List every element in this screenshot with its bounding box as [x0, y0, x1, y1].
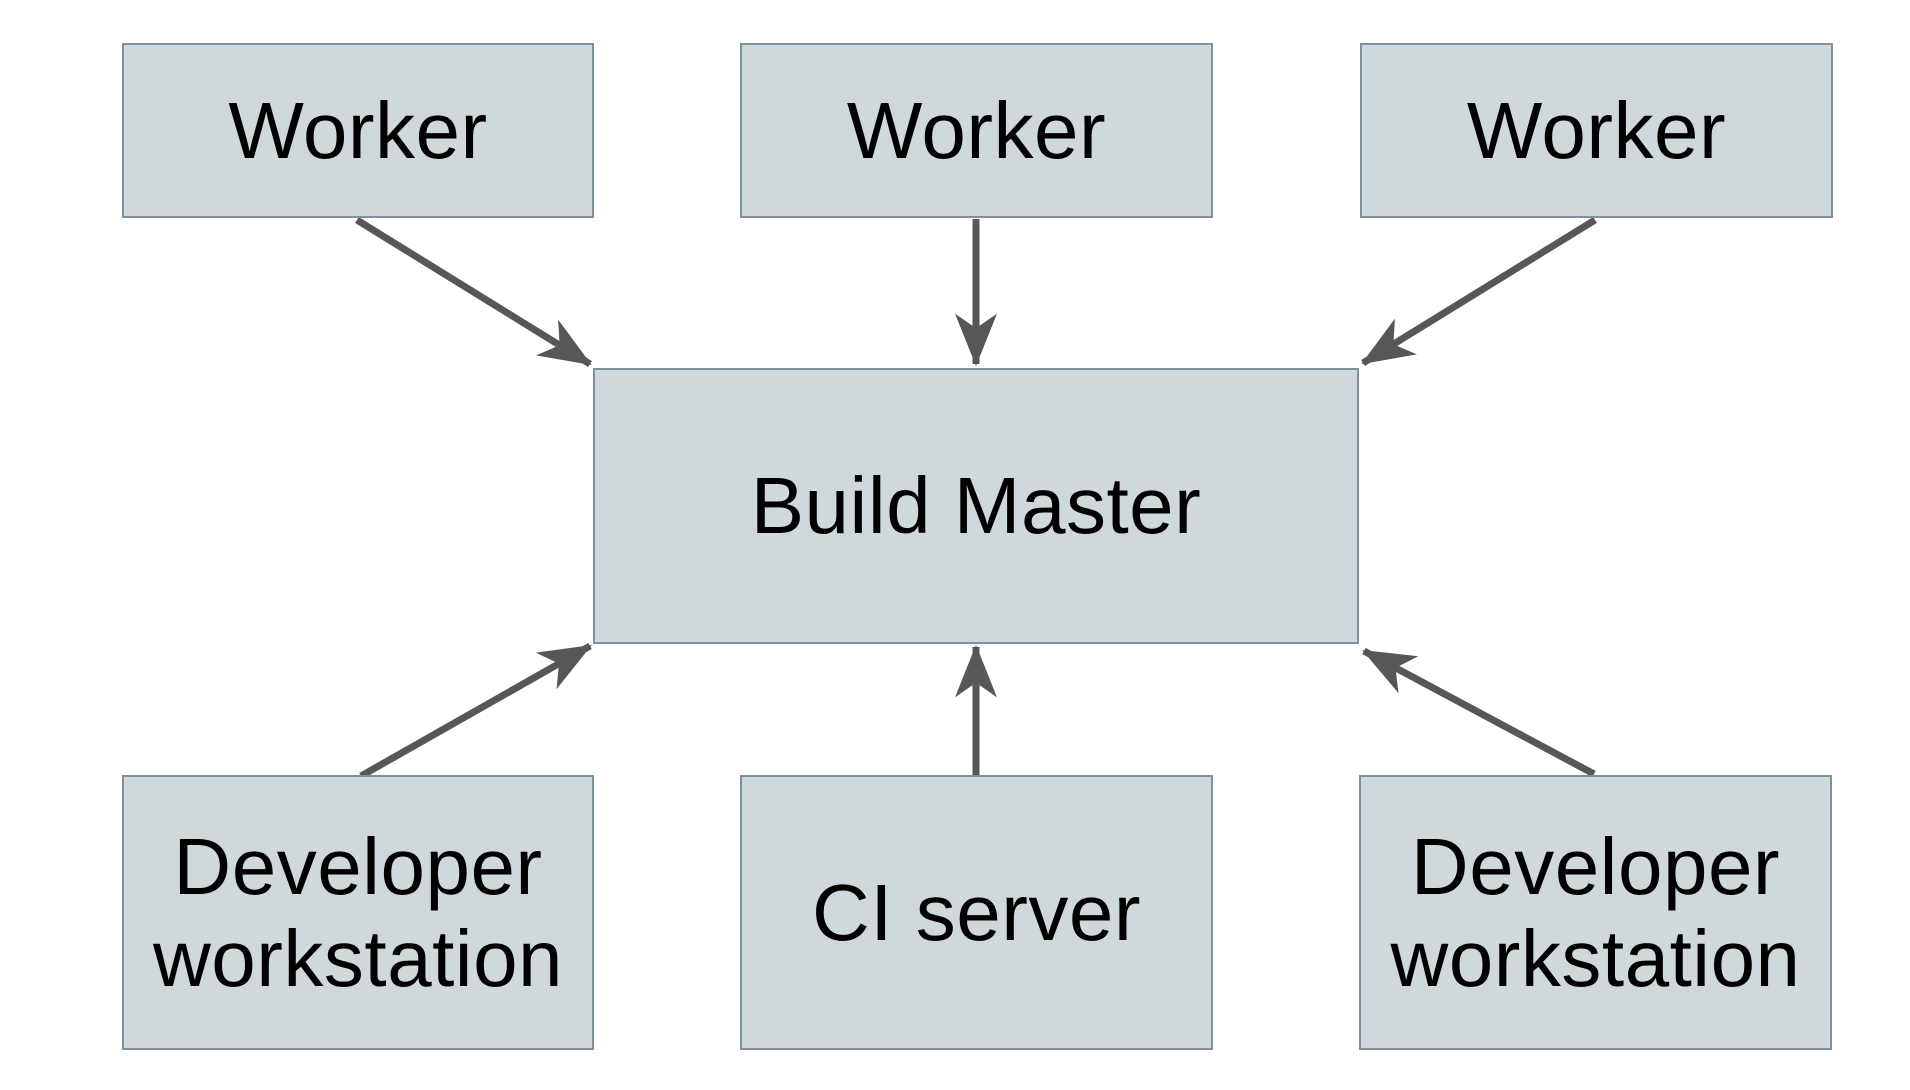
node-worker-right: Worker: [1360, 43, 1833, 218]
node-label: Worker: [846, 85, 1107, 175]
node-label: Developer workstation: [1390, 821, 1801, 1003]
node-ci-server: CI server: [740, 775, 1213, 1050]
node-developer-workstation-left: Developer workstation: [122, 775, 594, 1050]
node-label: Worker: [228, 85, 488, 175]
node-label: Build Master: [750, 461, 1202, 550]
arrow-dev-right-to-build-master: [1362, 647, 1596, 778]
node-worker-center: Worker: [740, 43, 1213, 218]
node-developer-workstation-right: Developer workstation: [1359, 775, 1832, 1050]
arrow-worker-right-to-build-master: [1361, 217, 1597, 366]
arrow-dev-left-to-build-master: [359, 642, 592, 780]
node-label: Developer workstation: [152, 821, 564, 1003]
node-label: Worker: [1466, 85, 1727, 175]
node-build-master: Build Master: [593, 368, 1359, 644]
node-worker-left: Worker: [122, 43, 594, 218]
arrow-worker-left-to-build-master: [355, 217, 592, 367]
node-label: CI server: [812, 867, 1141, 957]
